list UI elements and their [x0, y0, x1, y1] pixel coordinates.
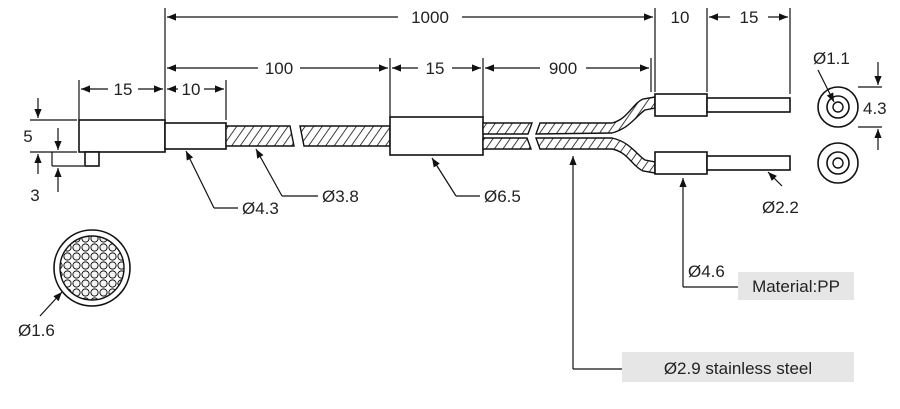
end-face-label: 4.3: [863, 99, 887, 118]
dimension-connector-label: 15: [114, 80, 133, 99]
connector-pin: [84, 151, 100, 167]
dimension-total-label: 1000: [411, 8, 449, 27]
tip-sleeve-diameter-label: Ø4.6: [688, 262, 725, 281]
tip-sleeve-upper: [654, 93, 708, 117]
split-block: [389, 116, 484, 156]
dimension-tip: 10 15: [671, 8, 788, 27]
material-callout-box: [738, 272, 854, 300]
dimension-split-block-label: 15: [426, 59, 445, 78]
branch-lower-b: [535, 137, 656, 174]
fiber-end-lower: [706, 155, 791, 171]
end-core-label: Ø1.1: [813, 49, 850, 68]
branch-upper-a: [482, 122, 533, 135]
sleeve-diameter-label: Ø4.3: [242, 199, 279, 218]
dimension-total: 1000: [167, 8, 653, 27]
tip-sleeve-lower: [654, 151, 708, 175]
fiber-end-diameter-label: Ø2.2: [762, 198, 799, 217]
dimension-sleeve-label: 10: [182, 80, 201, 99]
sheath-segment-2: [299, 125, 391, 147]
split-block-diameter-label: Ø6.5: [484, 187, 521, 206]
dimension-sheath-label: 100: [265, 59, 293, 78]
cable-body: [78, 93, 791, 175]
sleeve: [164, 122, 227, 150]
dimension-tip-label: 10: [671, 8, 690, 27]
dimension-tip-extension-label: 15: [740, 8, 759, 27]
dimension-height-label: 5: [23, 127, 32, 146]
sheath-segment-1: [225, 125, 295, 147]
end-face-views: Ø1.1 4.3: [813, 49, 887, 184]
fiber-end-upper: [706, 97, 791, 113]
steel-callout-label: Ø2.9 stainless steel: [664, 359, 812, 378]
bundle-diameter-label: Ø1.6: [18, 321, 55, 340]
sheath-diameter-label: Ø3.8: [322, 187, 359, 206]
branch-upper-b: [534, 96, 656, 135]
connector-body: [78, 119, 166, 153]
dimension-left-vertical: 5 3: [23, 98, 84, 205]
material-callout-label: Material:PP: [752, 277, 840, 296]
leaders: Ø4.3 Ø3.8 Ø6.5 Ø2.9 stainless steel Ø4.6…: [185, 148, 854, 382]
branch-lower-a: [482, 137, 532, 150]
end-face-lower: [817, 142, 859, 184]
dimension-row-2: 15 10 100 15 900: [81, 59, 649, 99]
dimension-branch-label: 900: [549, 59, 577, 78]
end-face-upper: [817, 86, 859, 128]
dimension-protrusion-label: 3: [30, 186, 39, 205]
steel-callout-box: [622, 352, 854, 382]
bundle-cross-section: Ø1.6: [18, 229, 131, 340]
